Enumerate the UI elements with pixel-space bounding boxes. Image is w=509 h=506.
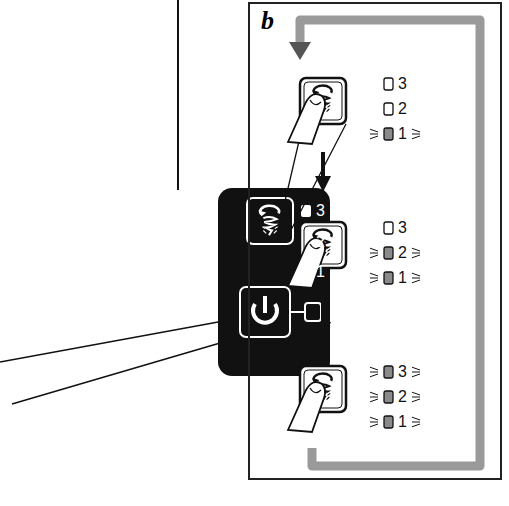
indicator-led	[384, 366, 393, 378]
indicator-led	[384, 247, 393, 259]
detail-panel: b	[248, 2, 502, 480]
glow-ray	[412, 399, 420, 402]
level-number: 1	[398, 270, 407, 286]
glow-ray	[370, 417, 378, 420]
level-number: 3	[398, 76, 407, 92]
level-number: 3	[398, 220, 407, 236]
glow-ray	[370, 248, 378, 251]
glow-ray	[370, 273, 378, 276]
glow-ray	[370, 392, 378, 395]
level-number: 2	[316, 234, 325, 250]
step-arrow	[321, 298, 325, 330]
level-number: 3	[316, 203, 325, 219]
control-panel	[218, 188, 330, 376]
indicator-led	[384, 416, 393, 428]
panel-letter: b	[258, 8, 277, 34]
glow-ray	[370, 397, 378, 398]
step-arrow	[321, 152, 325, 184]
glow-ray	[412, 424, 420, 427]
level-number: 1	[316, 264, 325, 280]
glow-ray	[412, 136, 420, 139]
glow-ray	[370, 424, 378, 427]
glow-ray	[370, 253, 378, 254]
frame-line	[177, 0, 179, 190]
glow-ray	[412, 278, 420, 279]
glow-ray	[370, 374, 378, 377]
glow-ray	[412, 253, 420, 254]
glow-ray	[370, 255, 378, 258]
glow-ray	[370, 136, 378, 139]
glow-ray	[412, 367, 420, 370]
glow-ray	[412, 397, 420, 398]
glow-ray	[370, 422, 378, 423]
cycle-arrowhead	[289, 42, 311, 60]
indicator-led	[384, 78, 393, 90]
level-number: 2	[398, 389, 407, 405]
glow-ray	[412, 422, 420, 423]
glow-ray	[370, 278, 378, 279]
indicator-led	[384, 128, 393, 140]
glow-ray	[370, 372, 378, 373]
glow-ray	[412, 273, 420, 276]
glow-ray	[412, 134, 420, 135]
glow-ray	[412, 374, 420, 377]
level-number: 1	[398, 126, 407, 142]
leader-line	[12, 336, 244, 404]
finger	[288, 382, 325, 432]
indicator-led	[384, 222, 393, 234]
level-number: 3	[398, 364, 407, 380]
power-led	[305, 303, 321, 321]
finger	[288, 94, 325, 144]
level-number: 2	[398, 245, 407, 261]
glow-ray	[412, 280, 420, 283]
glow-ray	[412, 417, 420, 420]
glow-ray	[370, 134, 378, 135]
glow-ray	[412, 248, 420, 251]
glow-ray	[370, 367, 378, 370]
mode-button	[247, 198, 293, 244]
indicator-led	[384, 272, 393, 284]
glow-ray	[370, 399, 378, 402]
indicator-led	[384, 391, 393, 403]
level-number: 1	[398, 414, 407, 430]
glow-ray	[370, 280, 378, 283]
glow-ray	[412, 392, 420, 395]
glow-ray	[412, 372, 420, 373]
cycle-arrow	[300, 20, 480, 466]
glow-ray	[412, 129, 420, 132]
indicator-led	[384, 103, 393, 115]
glow-ray	[370, 129, 378, 132]
leader-line	[0, 318, 240, 362]
level-number: 2	[398, 101, 407, 117]
glow-ray	[412, 255, 420, 258]
